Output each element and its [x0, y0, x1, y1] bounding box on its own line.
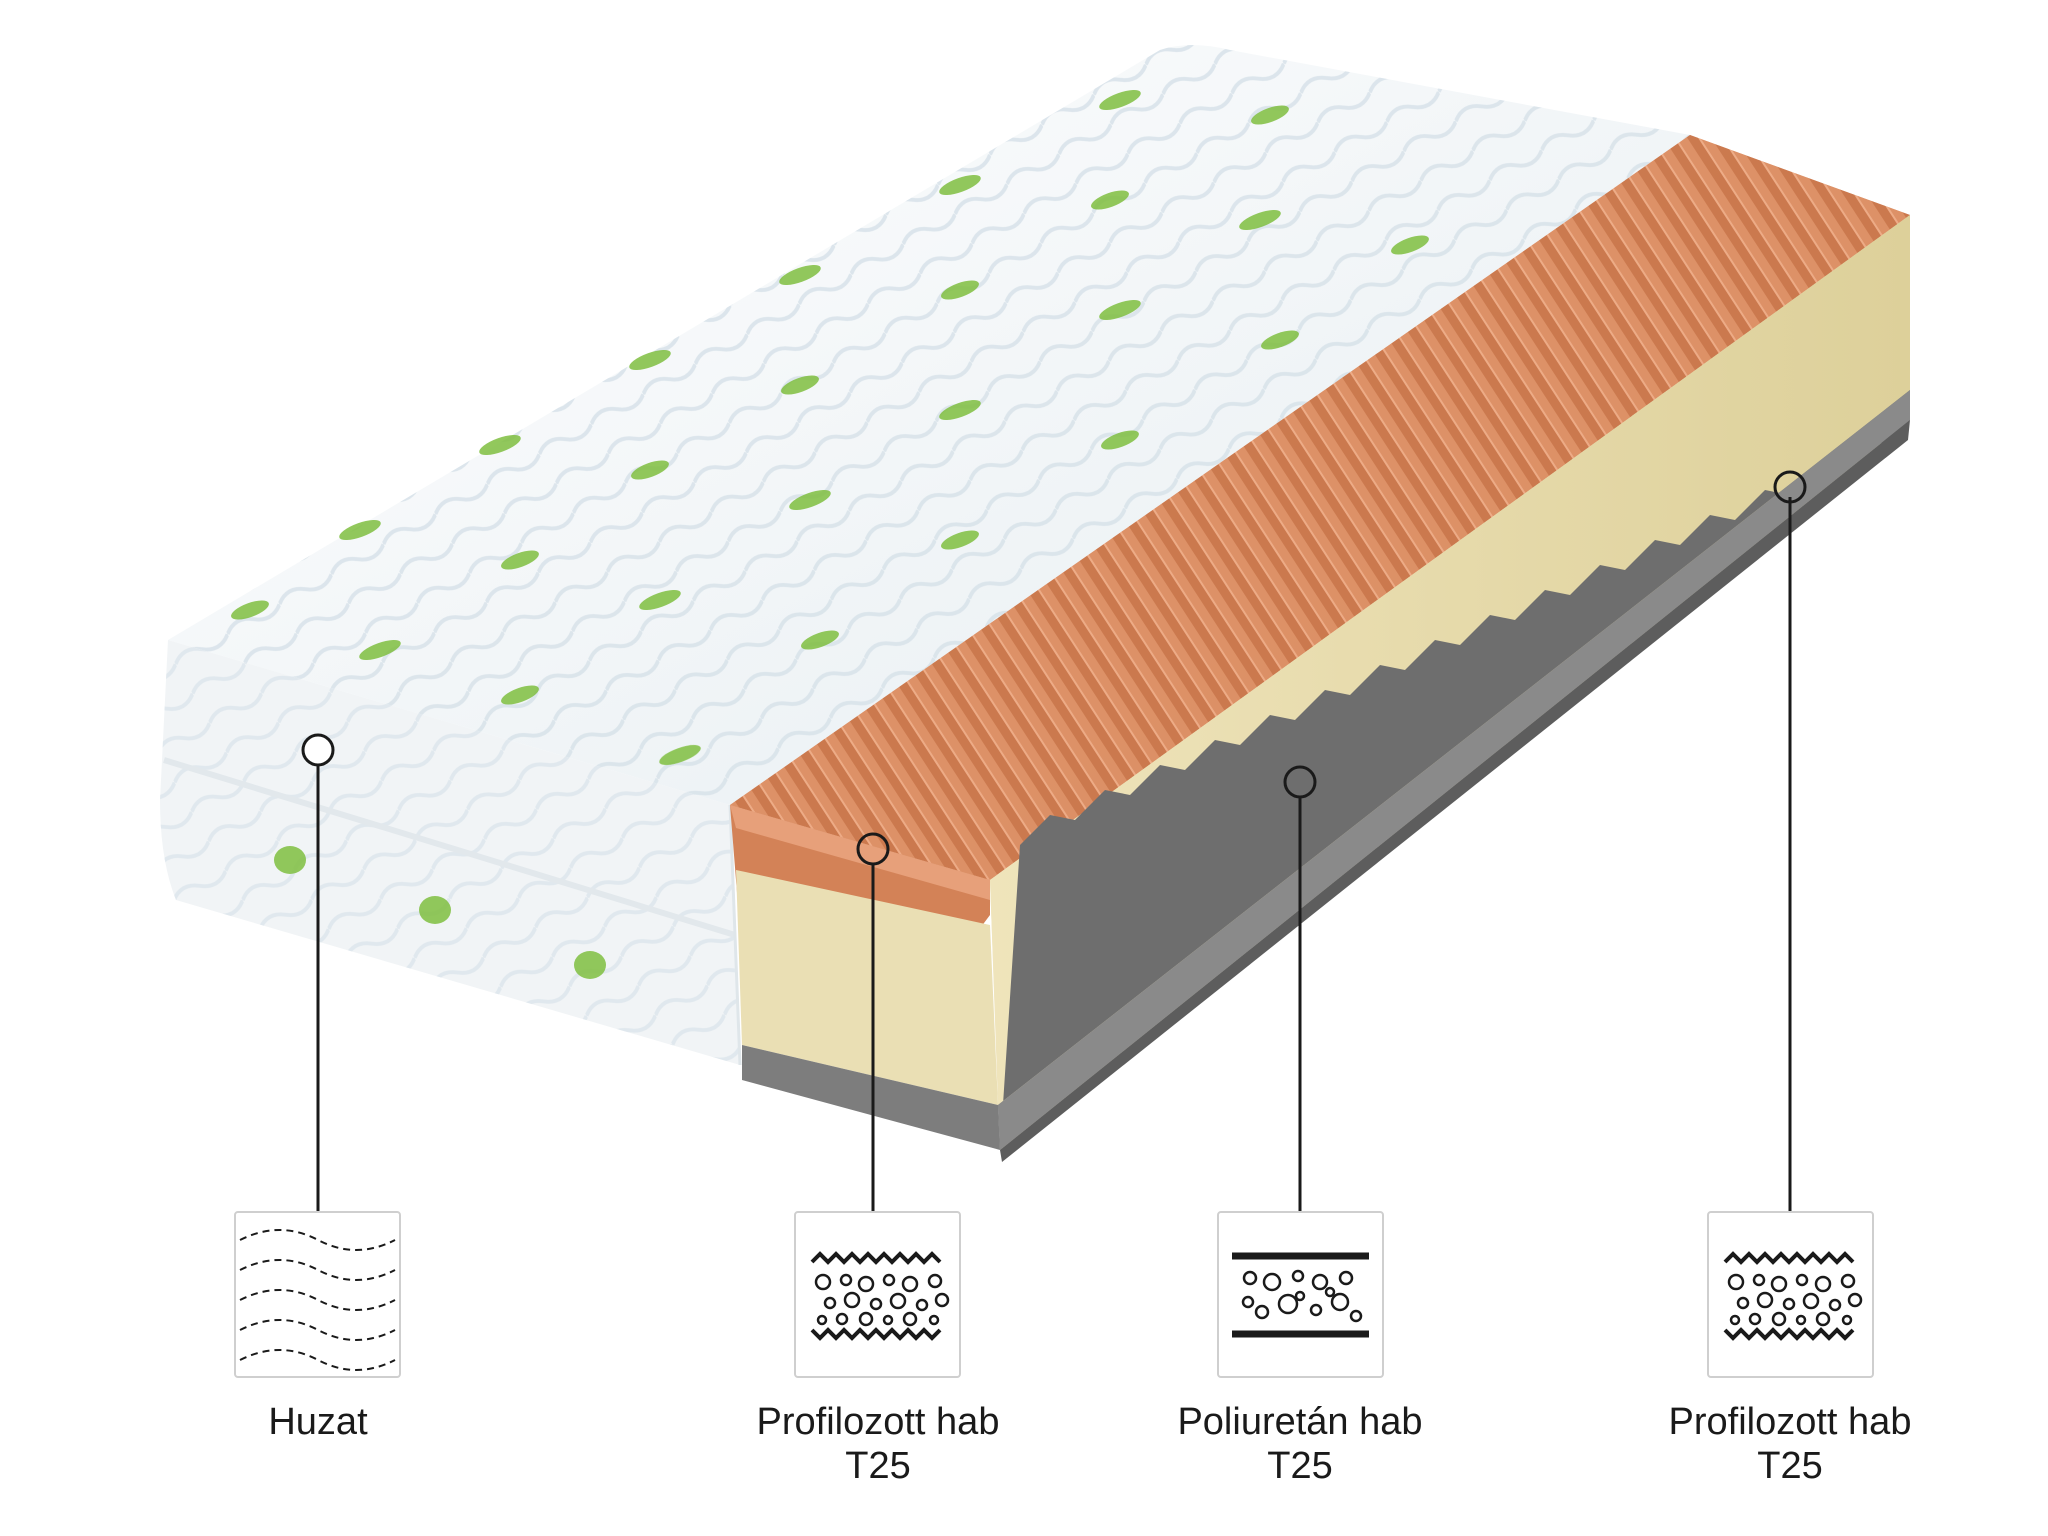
profiled-foam-icon [794, 1211, 961, 1378]
layer-grade: T25 [845, 1445, 911, 1487]
layer-name: Poliuretán hab [1177, 1401, 1423, 1443]
profiled-foam-icon [1707, 1211, 1874, 1378]
marker-pu [1283, 765, 1317, 799]
marker-profile-bottom [1773, 470, 1807, 504]
leader-lines [301, 470, 1807, 1212]
layer-grade: T25 [1757, 1445, 1823, 1487]
layer-label-profile-bottom: Profilozott hab T25 [1620, 1400, 1960, 1488]
flat-foam-icon [1217, 1211, 1384, 1378]
marker-profile-top [856, 832, 890, 866]
layer-label-huzat: Huzat [148, 1400, 488, 1444]
marker-huzat [301, 733, 335, 767]
layer-name: Profilozott hab [756, 1401, 1000, 1443]
layer-icons [234, 1211, 1874, 1378]
layer-name: Profilozott hab [1668, 1401, 1912, 1443]
wavy-dashed-lines-icon [234, 1211, 401, 1378]
foam-core [730, 135, 1910, 1162]
layer-name: Huzat [268, 1401, 368, 1443]
layer-label-pu: Poliuretán hab T25 [1130, 1400, 1470, 1488]
layer-grade: T25 [1267, 1445, 1333, 1487]
layer-label-profile-top: Profilozott hab T25 [708, 1400, 1048, 1488]
